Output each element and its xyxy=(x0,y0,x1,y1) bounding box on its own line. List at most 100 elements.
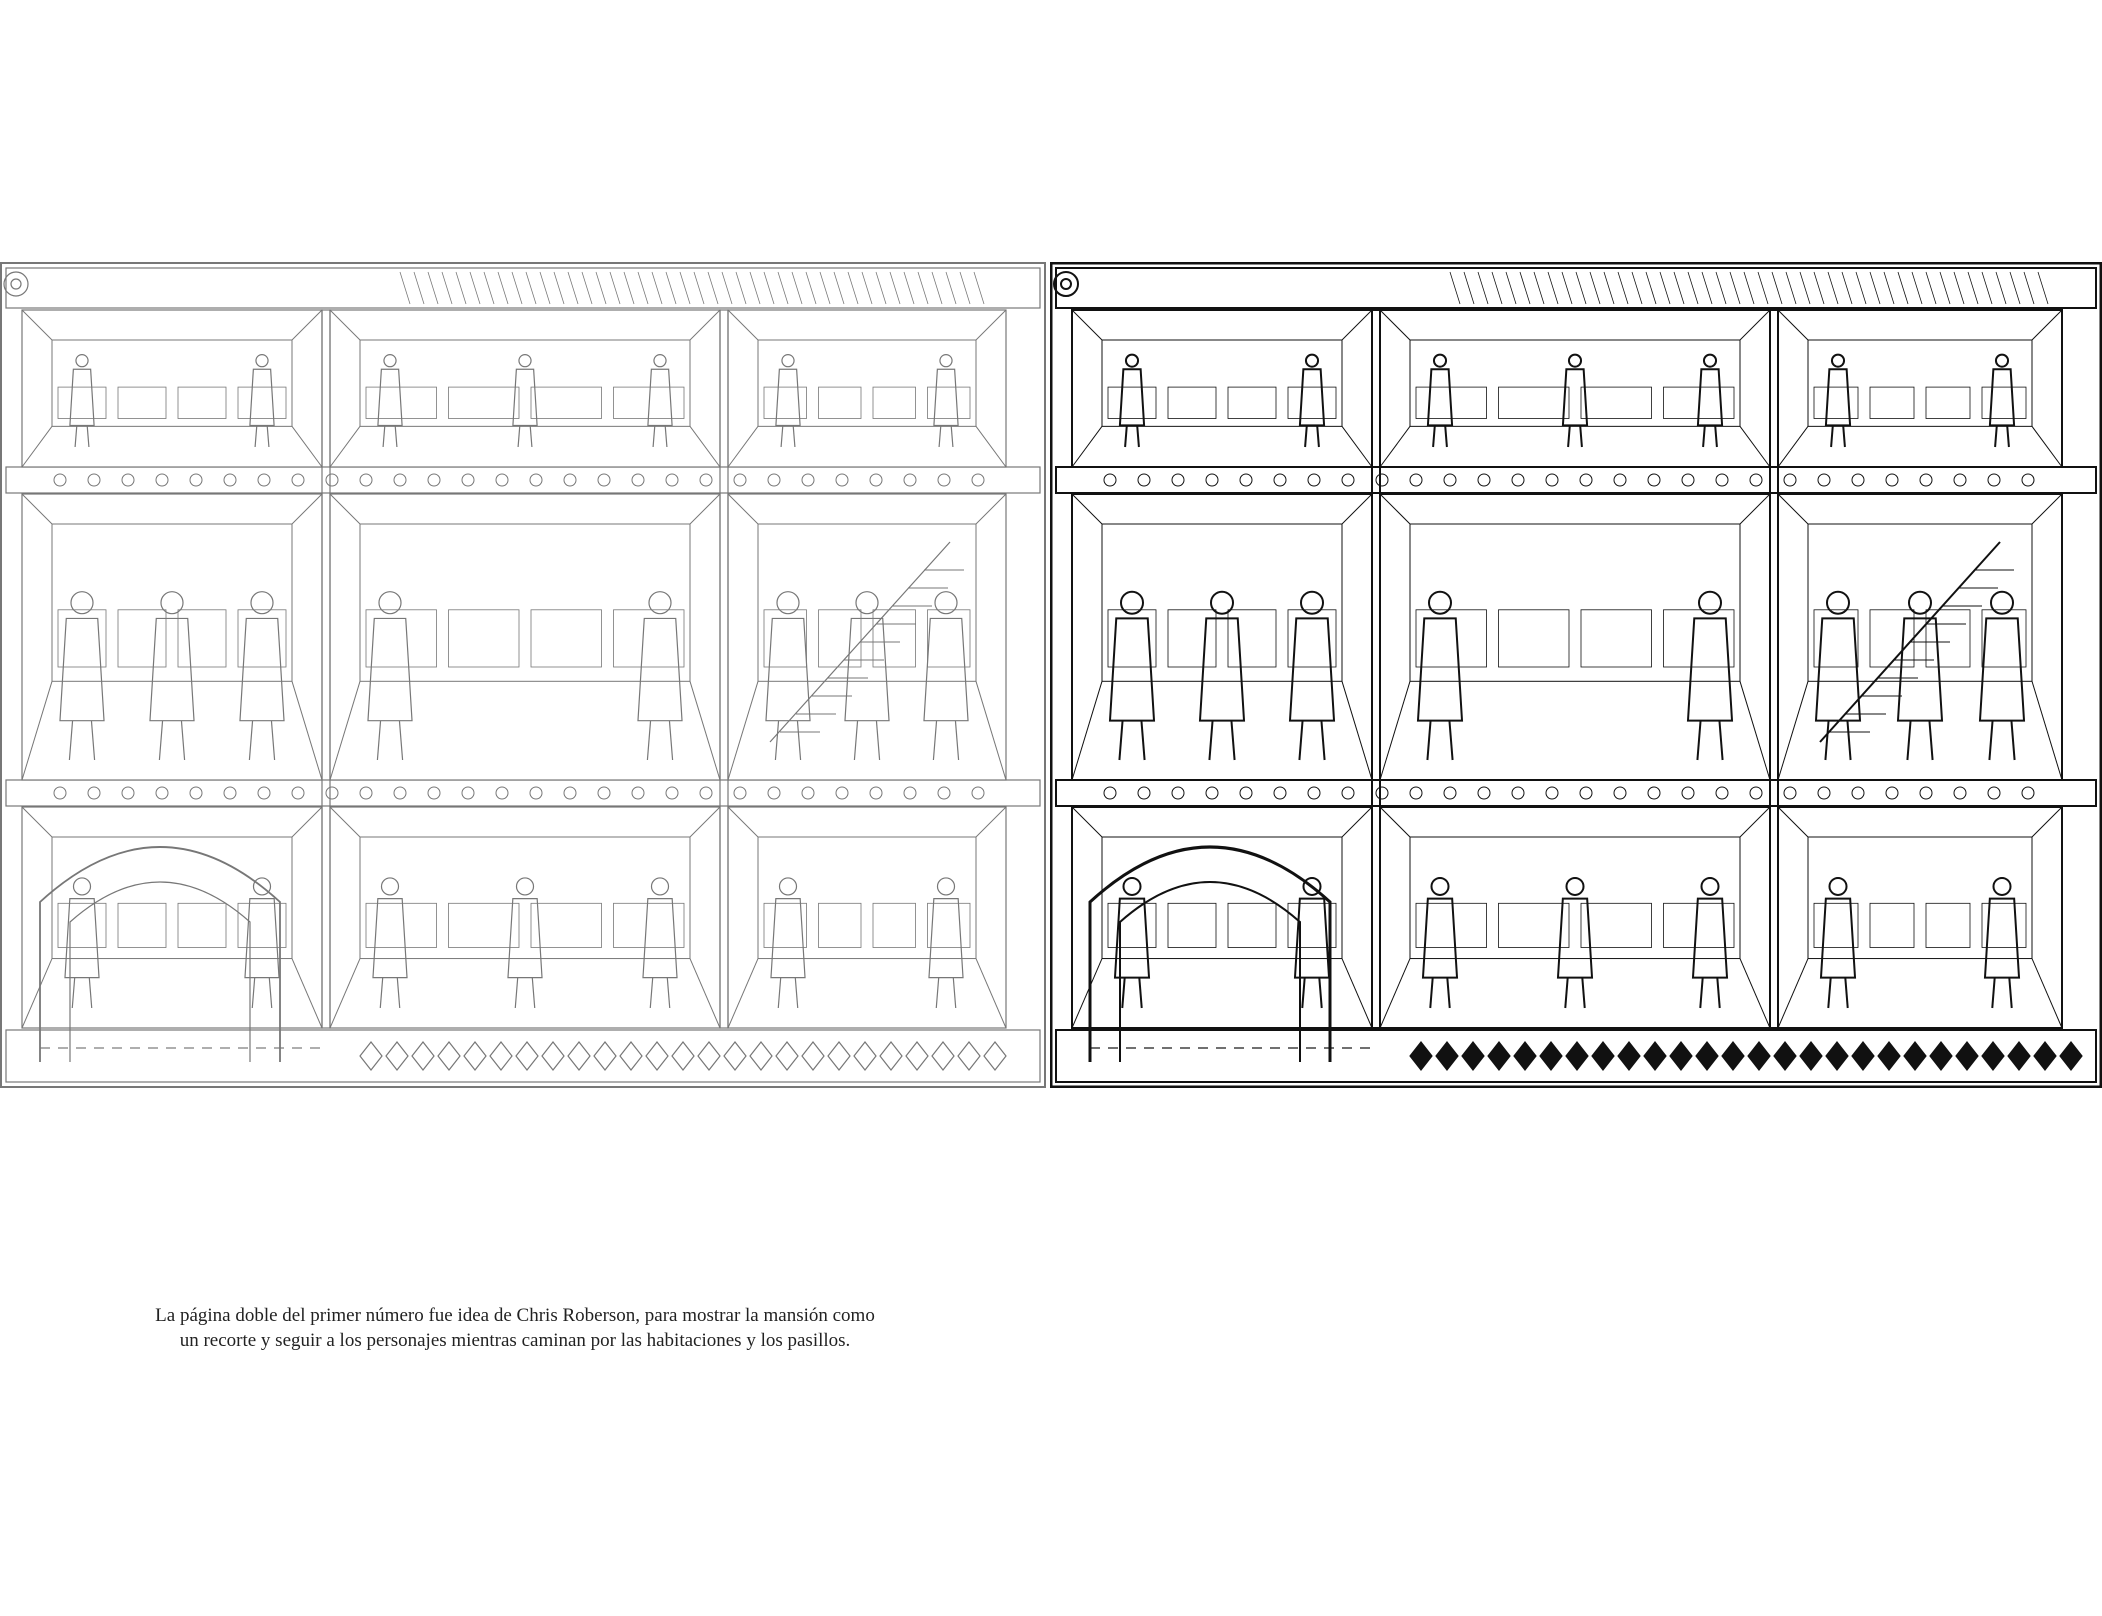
diamond-ornament-icon xyxy=(1929,1041,1953,1071)
figure-head xyxy=(653,354,667,368)
diamond-ornament-icon xyxy=(931,1041,955,1071)
band-rosette-icon xyxy=(359,786,373,800)
wall-panel xyxy=(237,386,287,419)
figure-body xyxy=(69,368,95,427)
band-rosette-icon xyxy=(1205,786,1219,800)
wall-panel xyxy=(1981,609,2027,668)
figure-head xyxy=(855,591,879,615)
band-rosette-icon xyxy=(767,473,781,487)
figure-body xyxy=(1298,368,1326,427)
figure-head xyxy=(776,591,800,615)
band-rosette-icon xyxy=(1137,786,1151,800)
wall-panel xyxy=(872,902,916,948)
band-rosette-icon xyxy=(529,786,543,800)
diamond-ornament-icon xyxy=(1799,1041,1823,1071)
wall-panel xyxy=(1287,902,1337,948)
band-rosette-icon xyxy=(121,786,135,800)
wall-panel xyxy=(1227,386,1277,419)
figure-body xyxy=(770,898,806,979)
band-rosette-icon xyxy=(1545,786,1559,800)
band-rosette-icon xyxy=(257,786,271,800)
diamond-ornament-icon xyxy=(1955,1041,1979,1071)
gothic-arch xyxy=(39,846,281,1062)
band-rosette-icon xyxy=(801,473,815,487)
room-panel xyxy=(329,309,721,468)
band-rosette-icon xyxy=(1341,786,1355,800)
wall-panel xyxy=(1925,902,1971,948)
band-rosette-icon xyxy=(393,786,407,800)
diamond-ornament-icon xyxy=(749,1041,773,1071)
figure-body xyxy=(1118,368,1146,427)
figure-head xyxy=(1907,590,1933,615)
band-rosette-icon xyxy=(1103,786,1117,800)
figure-head xyxy=(160,591,184,615)
wall-panel xyxy=(448,609,520,668)
wall-panel xyxy=(1107,609,1157,668)
wall-panel xyxy=(1498,609,1570,668)
room-panel xyxy=(21,493,323,781)
figure-head xyxy=(252,877,272,896)
room-panel xyxy=(329,806,721,1029)
figure-head xyxy=(1304,353,1320,368)
wall-panel xyxy=(1167,902,1217,948)
diamond-ornament-icon xyxy=(879,1041,903,1071)
rosette-icon xyxy=(3,271,29,297)
figure-body xyxy=(1983,897,2021,979)
room-panel xyxy=(329,493,721,781)
band-rosette-icon xyxy=(87,786,101,800)
wall-panel xyxy=(1981,902,2027,948)
figure-head xyxy=(1299,590,1325,615)
wall-panel xyxy=(872,609,916,668)
room-back-wall xyxy=(1807,523,2033,682)
figure-head xyxy=(1567,353,1583,368)
room-back-wall xyxy=(359,523,691,682)
figure-head xyxy=(72,877,92,896)
figure-head xyxy=(1122,876,1142,896)
figure-body xyxy=(1416,617,1464,722)
band-rosette-icon xyxy=(733,786,747,800)
band-rosette-icon xyxy=(461,786,475,800)
diamond-ornament-icon xyxy=(1565,1041,1589,1071)
room-back-wall xyxy=(1101,523,1343,682)
wall-panel xyxy=(1287,386,1337,419)
wall-panel xyxy=(613,609,685,668)
room-panel xyxy=(727,309,1007,468)
figure-head xyxy=(648,591,672,615)
figure-head xyxy=(518,354,532,368)
band-rosette-icon xyxy=(325,473,339,487)
rosette-icon xyxy=(1053,271,1079,297)
diamond-ornament-icon xyxy=(385,1041,409,1071)
band-rosette-icon xyxy=(291,473,305,487)
band-rosette-icon xyxy=(971,473,985,487)
room-back-wall xyxy=(359,836,691,960)
figure-head xyxy=(778,877,798,896)
top-cornice xyxy=(1055,267,2097,309)
room-panel xyxy=(1379,806,1771,1029)
gothic-arch-inner xyxy=(1119,881,1301,1062)
wall-panel xyxy=(1869,902,1915,948)
band-rosette-icon xyxy=(1885,473,1899,487)
figure-head xyxy=(515,877,535,896)
diamond-ornament-icon xyxy=(463,1041,487,1071)
band-rosette-icon xyxy=(427,473,441,487)
wall-panel xyxy=(177,609,227,668)
figure-body xyxy=(1686,617,1734,722)
diamond-ornament-icon xyxy=(1487,1041,1511,1071)
figure-head xyxy=(250,591,274,615)
wall-panel xyxy=(1580,386,1652,419)
figure-body xyxy=(1198,617,1246,722)
diamond-ornament-icon xyxy=(567,1041,591,1071)
band-rosette-icon xyxy=(461,473,475,487)
diamond-ornament-icon xyxy=(1409,1041,1433,1071)
wall-panel xyxy=(1498,902,1570,948)
wall-panel xyxy=(448,386,520,419)
room-panel xyxy=(1777,493,2063,781)
band-rosette-icon xyxy=(121,473,135,487)
band-rosette-icon xyxy=(1749,473,1763,487)
figure-head xyxy=(1565,876,1585,896)
diamond-ornament-icon xyxy=(1591,1041,1615,1071)
band-rosette-icon xyxy=(1987,473,2001,487)
figure-body xyxy=(1108,617,1156,722)
figure-body xyxy=(507,898,543,979)
wall-panel xyxy=(818,386,862,419)
